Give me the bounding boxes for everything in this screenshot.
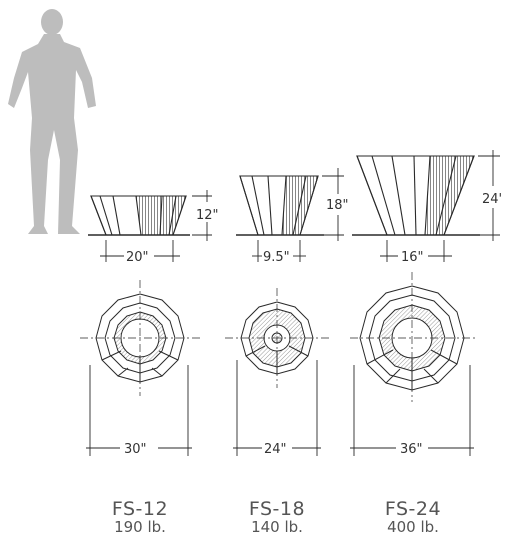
- fs24-model: FS-24: [384, 498, 442, 520]
- fs18-weight: 140 lb.: [251, 517, 303, 536]
- plan-dimensions: [86, 360, 474, 456]
- fs12-caption: FS-12 190 lb.: [85, 498, 195, 536]
- fs24-height-label: 24': [482, 192, 502, 207]
- elevation-dimensions: [100, 150, 500, 262]
- human-silhouette-icon: [8, 9, 96, 234]
- fs24-plan: [350, 272, 476, 402]
- fs12-model: FS-12: [111, 498, 169, 520]
- fs12-plan: [80, 280, 200, 396]
- fs18-base-label: 9.5": [263, 250, 290, 265]
- fs24-caption: FS-24 400 lb.: [358, 498, 468, 536]
- fs24-elevation: [352, 155, 480, 236]
- fs12-weight: 190 lb.: [114, 517, 166, 536]
- fs12-base-label: 20": [126, 250, 149, 265]
- fs18-caption: FS-18 140 lb.: [222, 498, 332, 536]
- fs24-diameter-label: 36": [400, 442, 423, 457]
- fs18-model: FS-18: [248, 498, 306, 520]
- fs12-height-label: 12": [196, 208, 219, 223]
- fs18-height-label: 18": [326, 198, 349, 213]
- fs12-diameter-label: 30": [124, 442, 147, 457]
- fs24-weight: 400 lb.: [387, 517, 439, 536]
- fs12-elevation: [88, 195, 190, 236]
- fs24-base-label: 16": [401, 250, 424, 265]
- fs18-plan: [225, 288, 329, 388]
- fs18-elevation: [236, 175, 324, 236]
- fs18-diameter-label: 24": [264, 442, 287, 457]
